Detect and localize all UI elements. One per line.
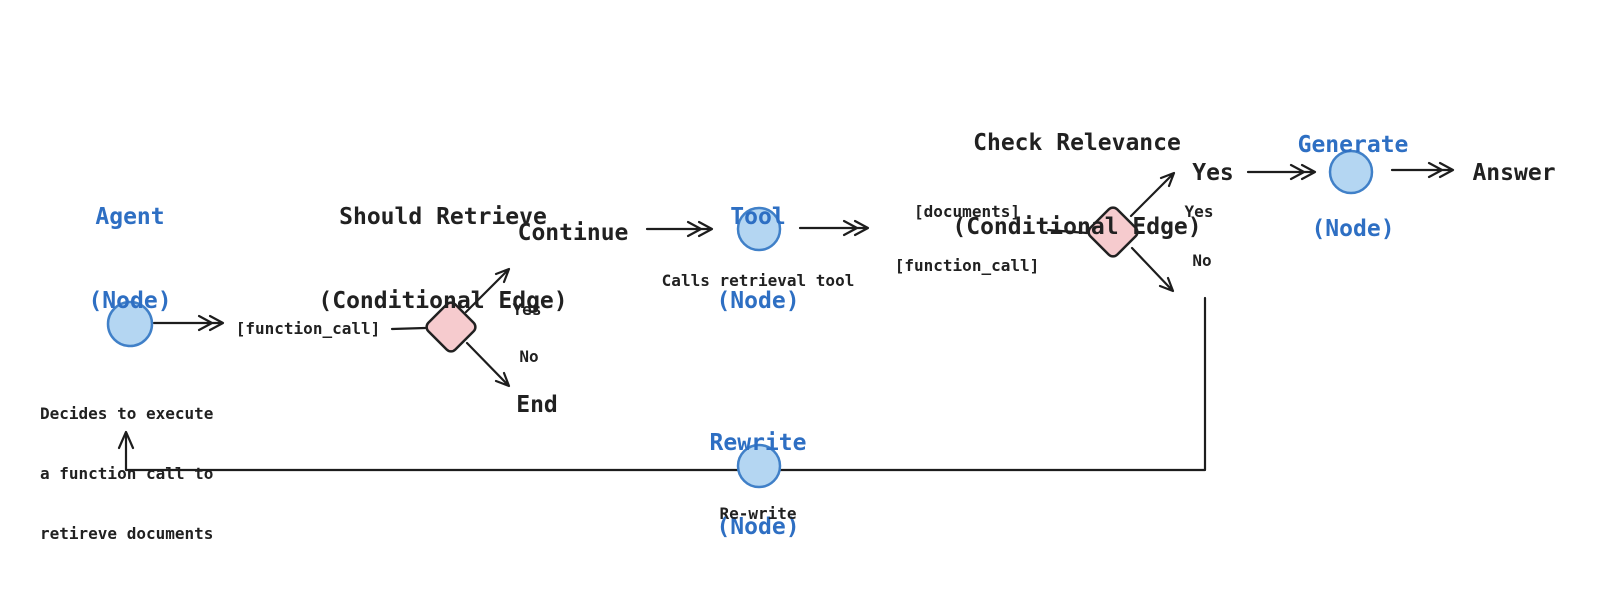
check-relevance-no-arrow <box>1130 246 1175 293</box>
should-retrieve-yes-arrow <box>464 267 511 314</box>
check-relevance-header: Check Relevance (Conditional Edge) <box>952 73 1201 297</box>
check-relevance-title: Check Relevance <box>973 130 1181 156</box>
rewrite-node-title: Rewrite <box>709 430 807 456</box>
should-retrieve-no-arrow <box>465 341 511 388</box>
agent-node-title: Agent <box>95 204 165 230</box>
check-relevance-subtitle: (Conditional Edge) <box>952 214 1202 240</box>
answer-label: Answer <box>1472 160 1556 186</box>
check-relevance-yes-arrow <box>1129 171 1176 218</box>
agent-node-header: Agent (Node) <box>88 147 171 371</box>
should-retrieve-subtitle: (Conditional Edge) <box>318 288 568 314</box>
agent-description: Decides to execute a function call to re… <box>40 364 213 584</box>
check-relevance-no-label: No <box>1192 251 1212 270</box>
yes-to-generate-arrow <box>1246 163 1317 181</box>
agent-node-circle <box>106 300 154 348</box>
documents-to-diamond-line <box>1046 228 1089 235</box>
should-retrieve-header: Should Retrieve (Conditional Edge) <box>318 147 567 371</box>
agent-description-line: retireve documents <box>40 524 214 543</box>
tool-node-header: Tool (Node) <box>716 147 799 371</box>
should-retrieve-yes-label: Yes <box>512 300 542 319</box>
generate-to-answer-arrow <box>1390 161 1455 179</box>
agent-description-line: a function call to <box>40 464 214 483</box>
calls-retrieval-tool-label: Calls retrieval tool <box>661 271 855 290</box>
tool-node-title: Tool <box>730 204 786 230</box>
documents-state-label: [documents] [function_call] <box>895 167 1040 311</box>
documents-state-line2: [function_call] <box>894 256 1040 275</box>
yes-branch-label: Yes <box>1192 160 1234 186</box>
generate-node-circle <box>1328 149 1374 195</box>
rewrite-node-header: Rewrite (Node) <box>710 373 807 589</box>
tool-to-documents-arrow <box>798 219 870 237</box>
continue-label: Continue <box>517 220 629 246</box>
rewrite-return-path <box>124 296 1207 472</box>
generate-node-header: Generate (Node) <box>1298 75 1409 299</box>
function-call-to-diamond-line <box>390 326 427 331</box>
generate-node-subtitle: (Node) <box>1311 216 1395 242</box>
agent-node-subtitle: (Node) <box>88 288 172 314</box>
tool-node-circle <box>736 206 782 252</box>
function-call-label: [function_call] <box>235 319 381 338</box>
return-up-arrowhead <box>117 430 135 450</box>
should-retrieve-diamond <box>425 301 477 353</box>
tool-node-subtitle: (Node) <box>716 288 800 314</box>
check-relevance-diamond <box>1087 206 1139 258</box>
documents-state-line1: [documents] <box>914 202 1020 221</box>
agent-to-function-call-arrow <box>152 314 225 332</box>
end-label: End <box>516 392 558 418</box>
agent-description-line: Decides to execute <box>40 404 214 423</box>
generate-node-title: Generate <box>1297 132 1409 158</box>
check-relevance-yes-label: Yes <box>1184 202 1214 221</box>
rewrite-node-subtitle: (Node) <box>716 514 800 540</box>
rewrite-caption-label: Re-write <box>719 504 797 523</box>
rewrite-node-circle <box>736 443 782 489</box>
continue-to-tool-arrow <box>645 220 714 238</box>
should-retrieve-no-label: No <box>519 347 539 366</box>
should-retrieve-title: Should Retrieve <box>339 204 547 230</box>
